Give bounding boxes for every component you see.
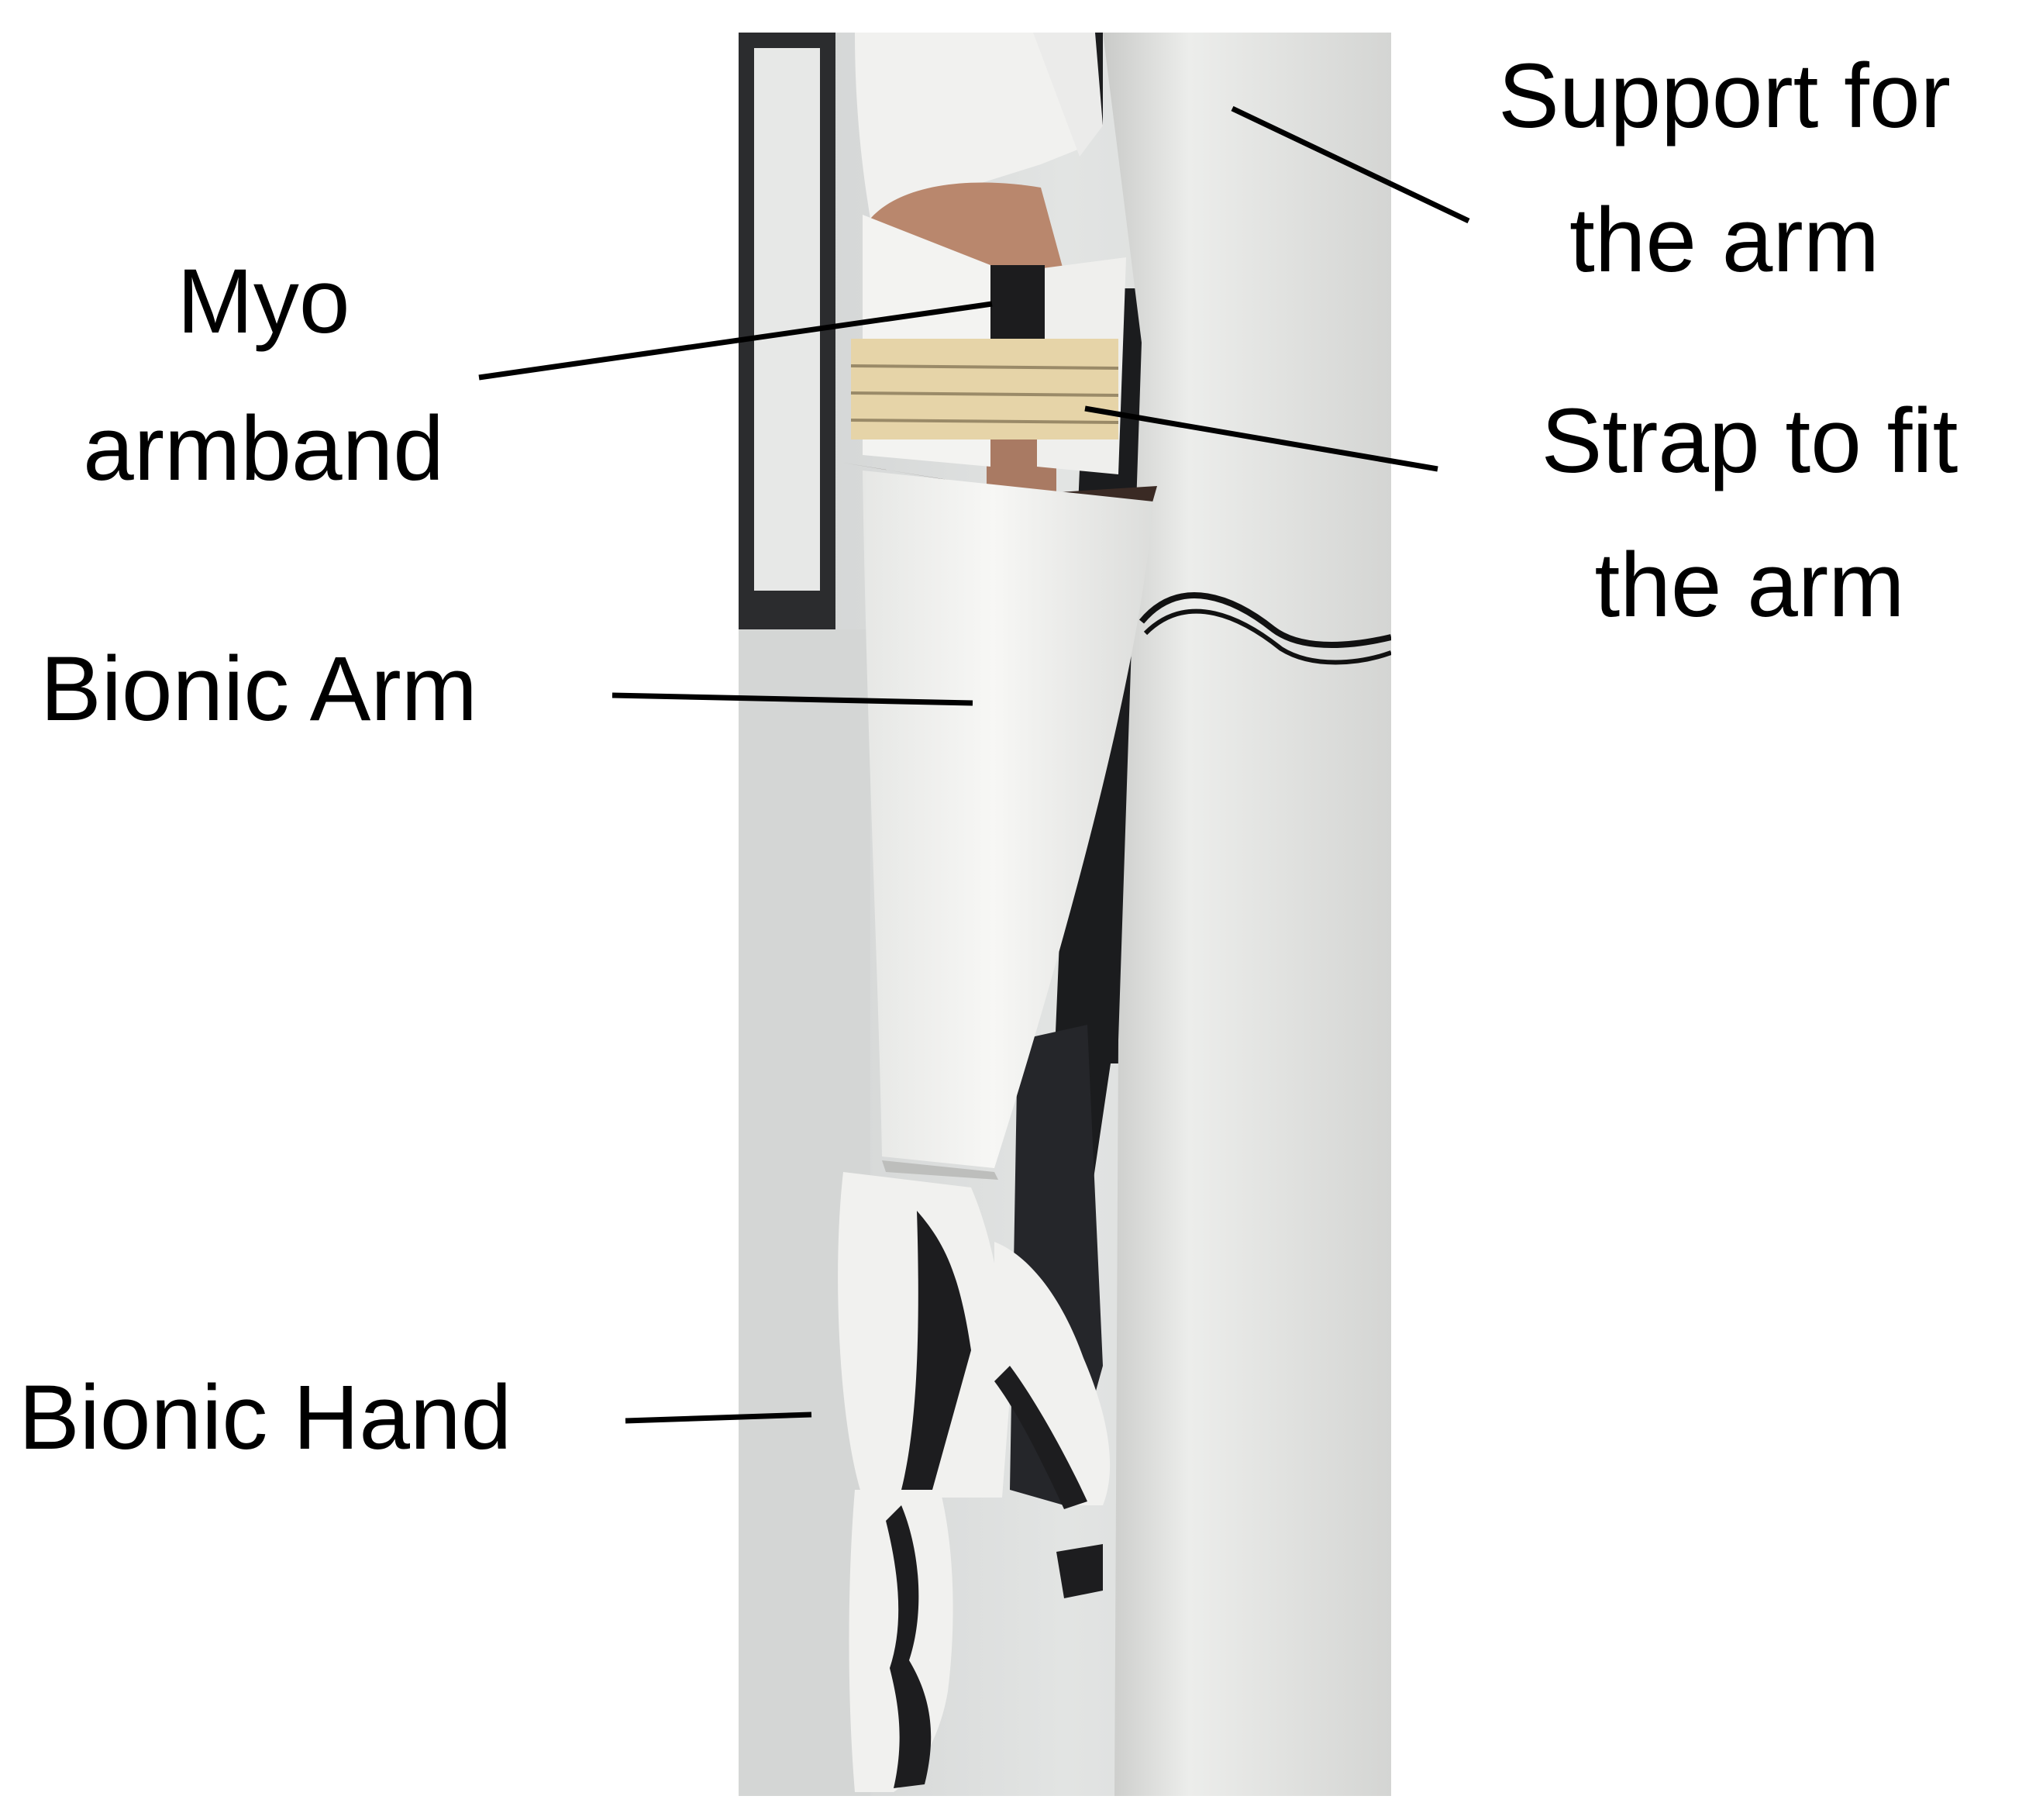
label-support-for-the-arm: Support for the arm <box>1438 50 2011 286</box>
photo-forearm <box>863 471 1153 1168</box>
label-strap-line-2: the arm <box>1594 534 1905 636</box>
label-strap-to-fit-the-arm: Strap to fit the arm <box>1473 395 2027 631</box>
myo-armband-leader-line <box>478 301 993 381</box>
photo-white-stand <box>1103 33 1391 1796</box>
label-support-line-1: Support for <box>1498 45 1951 147</box>
label-myo-line-2: armband <box>83 398 444 500</box>
photo-thumb <box>994 1242 1111 1505</box>
bionic-arm-photo <box>739 33 1391 1796</box>
label-myo-line-1: Myo <box>177 250 350 353</box>
photo-support-sleeve <box>855 33 1084 219</box>
label-myo-armband: Myo armband <box>31 256 496 495</box>
label-strap-line-1: Strap to fit <box>1541 390 1958 492</box>
label-support-line-2: the arm <box>1569 189 1880 291</box>
support-leader-line <box>1231 105 1470 224</box>
label-bionic-arm-text: Bionic Arm <box>40 638 477 740</box>
label-bionic-arm: Bionic Arm <box>40 643 477 735</box>
label-bionic-hand-text: Bionic Hand <box>19 1367 512 1469</box>
photo-illustration <box>739 33 1391 1796</box>
photo-myo-block <box>990 265 1045 350</box>
label-bionic-hand: Bionic Hand <box>19 1372 512 1463</box>
bionic-hand-leader-line <box>625 1412 812 1424</box>
bionic-arm-leader-line <box>611 692 973 706</box>
strap-leader-line <box>1084 405 1438 472</box>
